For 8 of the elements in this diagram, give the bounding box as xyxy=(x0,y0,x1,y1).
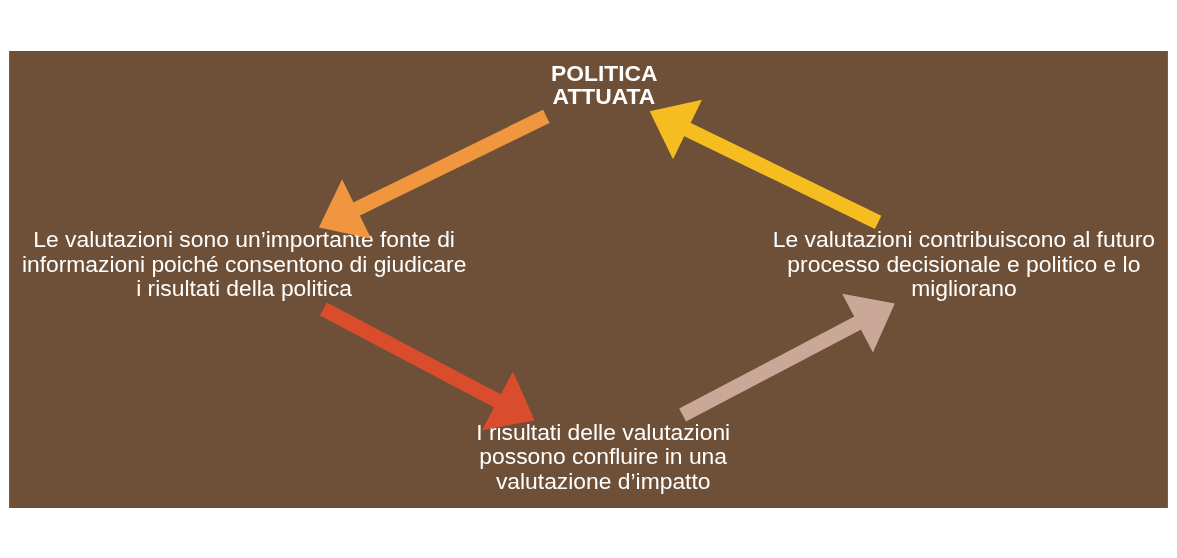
node-text: Le valutazioni sono un’importante fonte di informazioni poiché consentono di giudicare i risultati della politica xyxy=(21,225,467,301)
node-text: I risultati delle valutazioni possono confluire in una valutazione d’impatto xyxy=(476,418,731,494)
arrow xyxy=(649,99,882,229)
node-text: POLITICA ATTUATA xyxy=(550,59,658,109)
arrow xyxy=(319,302,535,430)
arrow xyxy=(679,293,895,421)
arrow xyxy=(318,109,550,239)
node-text: Le valutazioni contribuiscono al futuro processo decisionale e politico e lo migliorano xyxy=(772,225,1156,301)
